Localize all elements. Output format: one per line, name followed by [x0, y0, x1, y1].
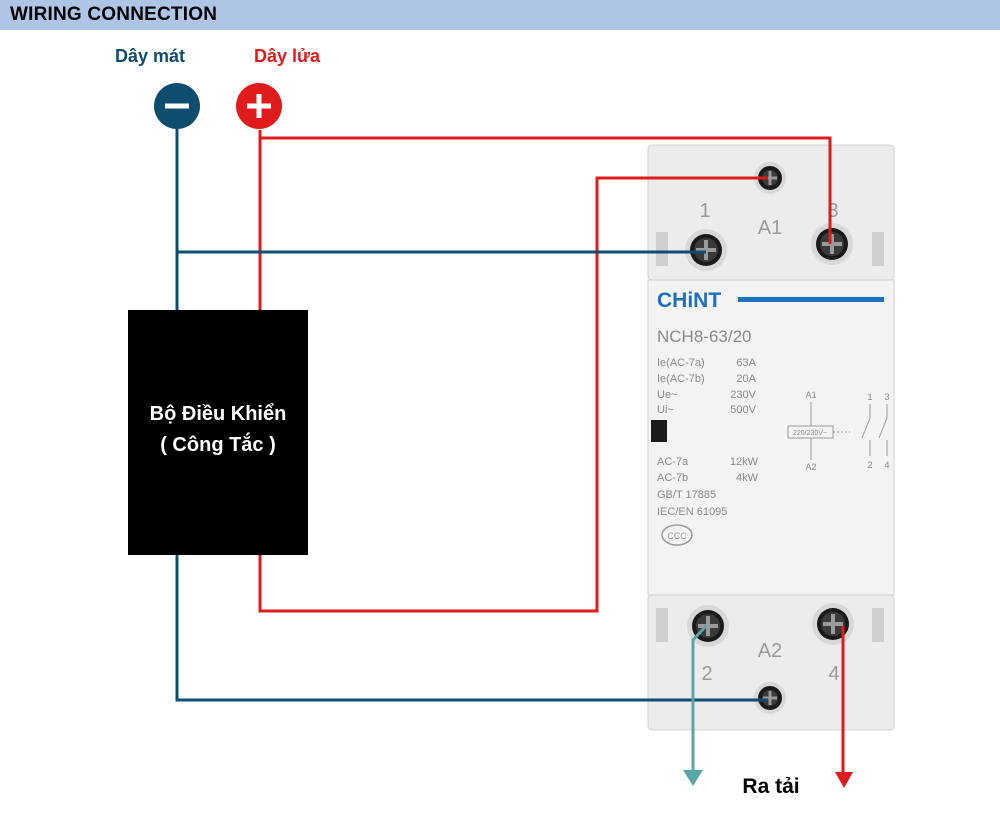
power-value: 4kW — [736, 472, 759, 484]
spec-name: Ue~ — [657, 389, 678, 401]
spec-value: 63A — [736, 357, 756, 369]
live-terminal — [236, 83, 282, 129]
brand-stripe — [738, 297, 884, 302]
spec-value: 230V — [730, 389, 756, 401]
neutral-terminal — [154, 83, 200, 129]
header-bar: WIRING CONNECTION — [0, 0, 1000, 30]
schematic-t4: 4 — [884, 460, 889, 470]
schematic-a1: A1 — [805, 390, 816, 400]
screw-terminal-3 — [811, 223, 853, 265]
terminal-label-1: 1 — [699, 200, 710, 222]
spec-value: 20A — [736, 373, 756, 385]
terminal-label-a2: A2 — [758, 640, 782, 662]
screw-terminal-4 — [812, 603, 854, 645]
schematic-t2: 2 — [867, 460, 872, 470]
terminal-label-a1: A1 — [758, 217, 782, 239]
terminal-label-4: 4 — [828, 663, 839, 685]
coil-schematic: 220/230V~ A1 A2 1 3 2 4 — [787, 390, 890, 472]
schematic-t3: 3 — [884, 392, 889, 402]
controller-title: Bộ Điều Khiển — [150, 403, 287, 425]
load-output-label: Ra tải — [742, 775, 799, 798]
spec-name: Ie(AC-7b) — [657, 373, 705, 385]
power-value: 12kW — [730, 456, 759, 468]
standard-text: IEC/EN 61095 — [657, 506, 727, 518]
contactor-device: 1 A1 3 2 A2 4 CHiNT NCH8-63/20 Ie(AC-7a)… — [647, 144, 895, 731]
schematic-a2: A2 — [805, 462, 816, 472]
ccc-mark: CCC — [661, 524, 693, 546]
brand-logo: CHiNT — [657, 289, 721, 312]
controller-to-coil-a1 — [258, 176, 768, 613]
device-slot — [872, 608, 884, 642]
spec-name: Ui~ — [657, 404, 674, 416]
neutral-wire-label: Dây mát — [115, 46, 185, 66]
terminal-label-2: 2 — [701, 663, 712, 685]
device-slot — [656, 232, 668, 266]
device-body-front — [647, 279, 895, 596]
load-neutral-wire — [691, 624, 708, 770]
ccc-text: CCC — [667, 531, 687, 541]
controller-subtitle: ( Công Tắc ) — [160, 432, 276, 456]
device-slot — [656, 608, 668, 642]
load-live-arrow — [835, 772, 853, 788]
model-number: NCH8-63/20 — [657, 327, 752, 346]
status-window — [651, 420, 667, 442]
coil-voltage: 220/230V~ — [793, 430, 827, 437]
screw-terminal-1 — [685, 229, 727, 271]
neutral-wire-to-coil-a2 — [175, 555, 768, 702]
power-name: AC-7b — [657, 472, 688, 484]
screw-terminal-a2 — [754, 682, 786, 714]
schematic-t1: 1 — [867, 392, 872, 402]
controller-box: Bộ Điều Khiển ( Công Tắc ) — [128, 310, 308, 555]
terminal-label-3: 3 — [827, 200, 838, 222]
power-name: AC-7a — [657, 456, 689, 468]
spec-name: Ie(AC-7a) — [657, 357, 705, 369]
live-wire-label: Dây lửa — [254, 46, 321, 66]
standard-text: GB/T 17885 — [657, 489, 716, 501]
spec-value: 500V — [730, 404, 756, 416]
device-slot — [872, 232, 884, 266]
load-neutral-arrow — [683, 770, 703, 786]
page-title: WIRING CONNECTION — [10, 4, 218, 25]
wiring-diagram: 1 A1 3 2 A2 4 CHiNT NCH8-63/20 Ie(AC-7a)… — [115, 46, 895, 798]
